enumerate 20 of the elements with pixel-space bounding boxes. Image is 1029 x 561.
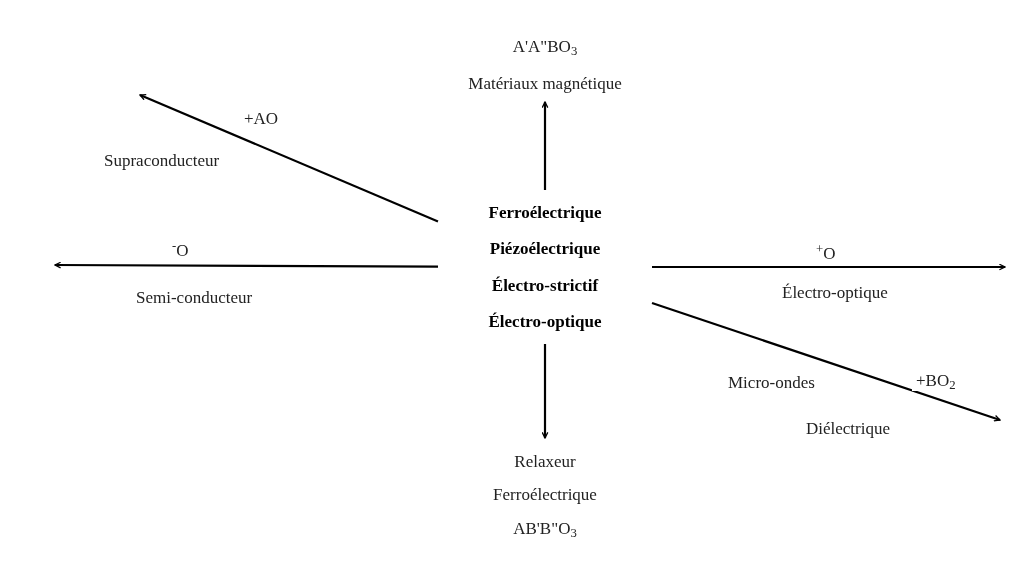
property-label: Ferroélectrique: [488, 202, 602, 224]
node-label: Matériaux magnétique: [468, 72, 622, 94]
property-label: Diélectrique: [806, 418, 890, 440]
arrow: [139, 94, 439, 223]
node-label: A'A"BO$_{3}$: [512, 36, 578, 58]
property-label: Micro-ondes: [728, 372, 815, 394]
arrow: [541, 101, 549, 190]
node-label: Relaxeur: [514, 451, 576, 473]
node-label: Ferroélectrique: [493, 484, 597, 506]
node-label: AB'B"O$_{3}$: [513, 517, 577, 539]
arrow: [652, 263, 1006, 271]
property-label: Électro-optique: [782, 282, 888, 304]
property-label: Supraconducteur: [104, 150, 220, 172]
property-label: Piézoélectrique: [489, 238, 601, 260]
arrow: [541, 344, 549, 439]
property-label: Électro-optique: [488, 310, 602, 332]
property-label: Semi-conducteur: [136, 287, 253, 309]
arrow: [651, 301, 1001, 422]
arrow: [54, 261, 438, 269]
property-label: Électro-strictif: [491, 274, 599, 296]
